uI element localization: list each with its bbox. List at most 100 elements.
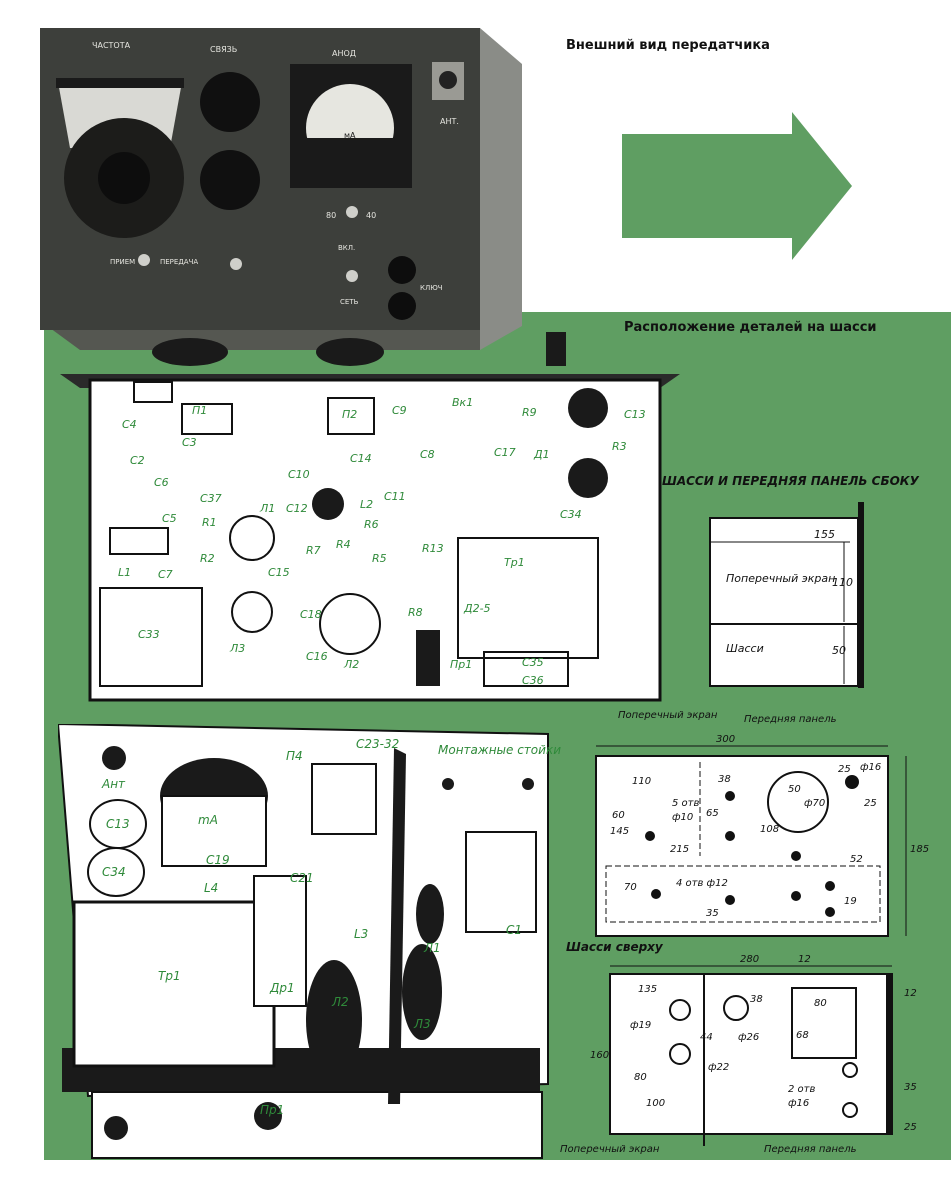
label-c14: C14: [350, 452, 372, 465]
top-screen-label: Поперечный экран: [560, 1144, 660, 1155]
top-dim-25: 25: [904, 1122, 917, 1133]
label-r1: R1: [202, 516, 217, 529]
asm-ma-label: mA: [198, 813, 218, 827]
label-c17: C17: [494, 446, 516, 459]
label-c36: C36: [522, 674, 544, 687]
front-dim-35: 35: [706, 908, 719, 919]
top-dim-35: 35: [904, 1082, 917, 1093]
label-c4: C4: [122, 418, 137, 431]
front-draw-screen-label: Поперечный экран: [618, 710, 718, 721]
front-on-label: ВКЛ.: [338, 244, 355, 252]
asm-p4-label: П4: [286, 749, 303, 763]
front-mains-label: СЕТЬ: [340, 298, 359, 306]
label-l3: Л3: [229, 642, 245, 655]
label-r6: R6: [364, 518, 379, 531]
label-pr1: Пр1: [450, 658, 472, 671]
asm-l3-coil-label: L3: [354, 927, 368, 941]
label-c8: C8: [420, 448, 435, 461]
top-dim-phi26: ф26: [738, 1032, 759, 1043]
label-l1: Л1: [259, 502, 275, 515]
front-dim-108: 108: [760, 824, 779, 835]
front-dim-65: 65: [706, 808, 719, 819]
label-r3: R3: [612, 440, 627, 453]
front-dim-70: 70: [624, 882, 637, 893]
label-r9: R9: [522, 406, 537, 419]
asm-c2332-label: C23-32: [356, 737, 399, 751]
label-c13: C13: [624, 408, 646, 421]
front-dim-145: 145: [610, 826, 629, 837]
front-dim-52: 52: [850, 854, 863, 865]
asm-c21-label: C21: [290, 871, 314, 885]
asm-c1-label: C1: [506, 923, 522, 937]
front-dim-phi10: ф10: [672, 812, 693, 823]
asm-dr1-label: Др1: [269, 981, 295, 995]
label-d1: Д1: [533, 448, 550, 461]
side-drawing-title: ШАССИ И ПЕРЕДНЯЯ ПАНЕЛЬ СБОКУ: [662, 474, 919, 488]
label-c6: C6: [154, 476, 169, 489]
label-c9: C9: [392, 404, 407, 417]
top-dim-68: 68: [796, 1030, 809, 1041]
asm-l3-tube-label: Л3: [413, 1017, 431, 1031]
asm-l1-label: Л1: [423, 941, 441, 955]
label-c5: C5: [162, 512, 177, 525]
front-dim-60: 60: [612, 810, 625, 821]
front-link-label: СВЯЗЬ: [210, 45, 237, 54]
asm-l2-label: Л2: [331, 995, 349, 1009]
top-panel-label: Передняя панель: [764, 1144, 857, 1155]
asm-mount-posts-label: Монтажные стойки: [438, 743, 561, 757]
label-c3: C3: [182, 436, 197, 449]
top-dim-280: 280: [740, 954, 759, 965]
top-dim-phi19: ф19: [630, 1020, 651, 1031]
top-dim-2otv: 2 отв: [788, 1084, 815, 1095]
front-dim-300: 300: [716, 734, 735, 745]
label-c15: C15: [268, 566, 290, 579]
front-dim-25b: 25: [864, 798, 877, 809]
label-c2: C2: [130, 454, 145, 467]
front-tx-label: ПЕРЕДАЧА: [160, 258, 198, 266]
front-key-label: КЛЮЧ: [420, 284, 443, 292]
top-dim-phi22: ф22: [708, 1062, 729, 1073]
label-r7: R7: [306, 544, 321, 557]
front-dim-5otv: 5 отв: [672, 798, 699, 809]
front-draw-panel-label: Передняя панель: [744, 714, 837, 725]
label-tr1: Тр1: [504, 556, 525, 569]
side-drawing: 155 Поперечный экран Шасси 110 50: [709, 502, 864, 688]
front-dim-38: 38: [718, 774, 731, 785]
label-d25: Д2-5: [463, 602, 491, 615]
label-p2: П2: [342, 408, 357, 421]
top-dim-80a: 80: [814, 998, 827, 1009]
top-dim-160: 160: [590, 1050, 609, 1061]
front-dim-19: 19: [844, 896, 857, 907]
top-dim-phi16: ф16: [788, 1098, 809, 1109]
front-dim-110: 110: [632, 776, 651, 787]
front-freq-label: ЧАСТОТА: [92, 41, 131, 50]
asm-c13-label: C13: [106, 817, 130, 831]
label-l2-tube: Л2: [343, 658, 359, 671]
label-r13: R13: [422, 542, 444, 555]
side-dim-50: 50: [832, 644, 846, 657]
label-vk1: Вк1: [452, 396, 473, 409]
label-c34: C34: [560, 508, 582, 521]
asm-c34-label: C34: [102, 865, 126, 879]
front-band80-label: 80: [326, 211, 336, 220]
label-c33: C33: [138, 628, 160, 641]
front-ant-label: АНТ.: [440, 117, 459, 126]
top-dim-12b: 12: [904, 988, 917, 999]
side-dim-110: 110: [832, 576, 853, 589]
front-dim-25a: 25: [838, 764, 851, 775]
top-dim-38: 38: [750, 994, 763, 1005]
chassis-assembly-view: Ант П4 C23-32 Монтажные стойки mA C13 C3…: [58, 724, 561, 1159]
top-dim-44: 44: [700, 1032, 713, 1043]
front-ma-label: мА: [344, 131, 356, 140]
top-dim-135: 135: [638, 984, 657, 995]
side-dim-155: 155: [814, 528, 835, 541]
label-l1-coil: L1: [118, 566, 131, 579]
top-dim-80b: 80: [634, 1072, 647, 1083]
side-screen-label: Поперечный экран: [726, 572, 835, 585]
label-c35: C35: [522, 656, 544, 669]
label-c37: C37: [200, 492, 222, 505]
asm-l4-label: L4: [204, 881, 218, 895]
label-c18: C18: [300, 608, 322, 621]
label-r5: R5: [372, 552, 387, 565]
label-r2: R2: [200, 552, 215, 565]
